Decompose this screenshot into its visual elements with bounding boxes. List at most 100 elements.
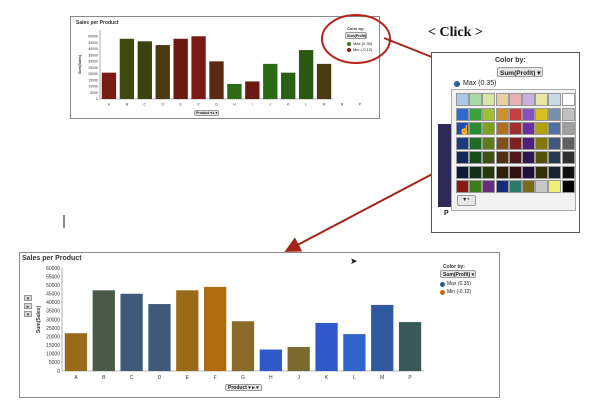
palette-swatch[interactable] bbox=[561, 151, 575, 164]
palette-swatch[interactable] bbox=[535, 107, 549, 121]
palette-swatch[interactable] bbox=[482, 122, 496, 135]
palette-swatch[interactable] bbox=[522, 136, 535, 150]
palette-swatch[interactable] bbox=[535, 165, 549, 179]
small-bar-E[interactable] bbox=[173, 38, 188, 99]
palette-swatch[interactable] bbox=[495, 165, 509, 179]
big-bar-K[interactable] bbox=[315, 322, 338, 371]
palette-swatch[interactable] bbox=[469, 165, 483, 179]
palette-swatch[interactable] bbox=[548, 93, 562, 106]
palette-swatch[interactable] bbox=[535, 136, 549, 150]
palette-swatch[interactable] bbox=[548, 151, 562, 164]
palette-swatch[interactable] bbox=[469, 136, 483, 150]
big-bar-L[interactable] bbox=[343, 334, 366, 371]
palette-swatch[interactable] bbox=[456, 136, 469, 150]
palette-swatch[interactable] bbox=[508, 136, 522, 150]
palette-swatch[interactable] bbox=[482, 180, 496, 193]
palette-swatch[interactable] bbox=[456, 180, 469, 193]
palette-swatch[interactable] bbox=[495, 151, 509, 164]
palette-swatch[interactable] bbox=[456, 107, 469, 121]
palette-swatch[interactable] bbox=[522, 151, 535, 164]
palette-swatch[interactable] bbox=[508, 151, 522, 164]
palette-swatch[interactable] bbox=[561, 136, 575, 150]
big-bar-A[interactable] bbox=[64, 333, 88, 371]
small-x-axis-selector[interactable]: Product ▾ ▸ ▾ bbox=[194, 110, 220, 116]
big-bar-G[interactable] bbox=[231, 321, 255, 371]
small-bar-A[interactable] bbox=[101, 72, 117, 99]
small-bar-I[interactable] bbox=[245, 81, 260, 99]
palette-swatch[interactable] bbox=[456, 165, 469, 179]
palette-swatch[interactable] bbox=[548, 180, 562, 193]
palette-swatch[interactable] bbox=[482, 93, 496, 106]
palette-more-colors-button[interactable]: ▾◔ bbox=[457, 195, 476, 206]
palette-swatch[interactable] bbox=[522, 180, 535, 193]
small-bar-G[interactable] bbox=[209, 61, 224, 99]
small-bar-C[interactable] bbox=[137, 41, 152, 99]
palette-swatch[interactable] bbox=[548, 136, 562, 150]
y-axis-button-up[interactable]: ▾ bbox=[24, 295, 32, 302]
palette-swatch[interactable] bbox=[522, 107, 535, 121]
small-bar-F[interactable] bbox=[191, 36, 206, 99]
palette-swatch[interactable] bbox=[495, 93, 509, 106]
palette-swatch[interactable] bbox=[456, 93, 469, 106]
y-axis-button-mid[interactable]: ▸ bbox=[24, 303, 32, 310]
small-bar-J[interactable] bbox=[263, 63, 278, 99]
palette-swatch[interactable] bbox=[522, 122, 535, 135]
small-bar-M[interactable] bbox=[316, 63, 332, 99]
palette-swatch[interactable] bbox=[508, 93, 522, 106]
small-bar-B[interactable] bbox=[119, 38, 135, 99]
palette-swatch[interactable] bbox=[456, 122, 469, 135]
small-bar-D[interactable] bbox=[155, 45, 170, 99]
big-color-by-dropdown[interactable]: Sum(Profit) ▾ bbox=[440, 270, 476, 278]
palette-swatch[interactable] bbox=[508, 122, 522, 135]
big-chart-plot: 0500010000150002000025000300003500040000… bbox=[36, 266, 424, 381]
palette-swatch[interactable] bbox=[561, 180, 575, 193]
palette-swatch[interactable] bbox=[535, 122, 549, 135]
palette-swatch[interactable] bbox=[469, 180, 483, 193]
palette-swatch[interactable] bbox=[561, 122, 575, 135]
small-bar-K[interactable] bbox=[281, 72, 296, 99]
palette-swatch[interactable] bbox=[482, 136, 496, 150]
big-bar-P[interactable] bbox=[398, 322, 422, 371]
palette-swatch[interactable] bbox=[508, 165, 522, 179]
palette-swatch[interactable] bbox=[469, 151, 483, 164]
big-bar-D[interactable] bbox=[148, 304, 171, 371]
small-bar-H[interactable] bbox=[227, 83, 242, 99]
big-bar-C[interactable] bbox=[120, 293, 143, 371]
palette-swatch[interactable] bbox=[535, 180, 549, 193]
big-bar-E[interactable] bbox=[176, 290, 199, 371]
palette-swatch[interactable] bbox=[482, 107, 496, 121]
palette-swatch[interactable] bbox=[548, 122, 562, 135]
small-x-tick-label: A bbox=[108, 103, 111, 107]
big-bar-B[interactable] bbox=[92, 290, 115, 371]
palette-swatch[interactable] bbox=[508, 107, 522, 121]
big-bar-F[interactable] bbox=[204, 286, 227, 371]
palette-swatch[interactable] bbox=[522, 165, 535, 179]
big-x-axis-selector[interactable]: Product ▾ ▸ ▾ bbox=[225, 384, 262, 391]
palette-swatch[interactable] bbox=[469, 93, 483, 106]
palette-swatch[interactable] bbox=[508, 180, 522, 193]
big-bar-H[interactable] bbox=[259, 349, 282, 371]
popup-color-by-dropdown[interactable]: Sum(Profit) ▾ bbox=[497, 67, 543, 77]
big-bar-J[interactable] bbox=[287, 346, 310, 371]
palette-swatch[interactable] bbox=[456, 151, 469, 164]
palette-swatch[interactable] bbox=[469, 122, 483, 135]
palette-swatch[interactable] bbox=[561, 165, 575, 179]
palette-swatch[interactable] bbox=[482, 151, 496, 164]
palette-swatch[interactable] bbox=[548, 107, 562, 121]
palette-swatch[interactable] bbox=[535, 93, 549, 106]
palette-swatch[interactable] bbox=[561, 93, 575, 106]
y-axis-button-down[interactable]: ▾ bbox=[24, 311, 32, 318]
big-bar-M[interactable] bbox=[371, 304, 394, 371]
palette-swatch[interactable] bbox=[535, 151, 549, 164]
palette-swatch[interactable] bbox=[495, 180, 509, 193]
palette-swatch[interactable] bbox=[495, 136, 509, 150]
small-bar-L[interactable] bbox=[298, 50, 314, 99]
palette-swatch[interactable] bbox=[522, 93, 535, 106]
small-color-by-dropdown[interactable]: Sum(Profit) bbox=[345, 32, 367, 39]
palette-swatch[interactable] bbox=[482, 165, 496, 179]
palette-swatch[interactable] bbox=[469, 107, 483, 121]
palette-swatch[interactable] bbox=[561, 107, 575, 121]
palette-swatch[interactable] bbox=[495, 122, 509, 135]
palette-swatch[interactable] bbox=[495, 107, 509, 121]
palette-swatch[interactable] bbox=[548, 165, 562, 179]
